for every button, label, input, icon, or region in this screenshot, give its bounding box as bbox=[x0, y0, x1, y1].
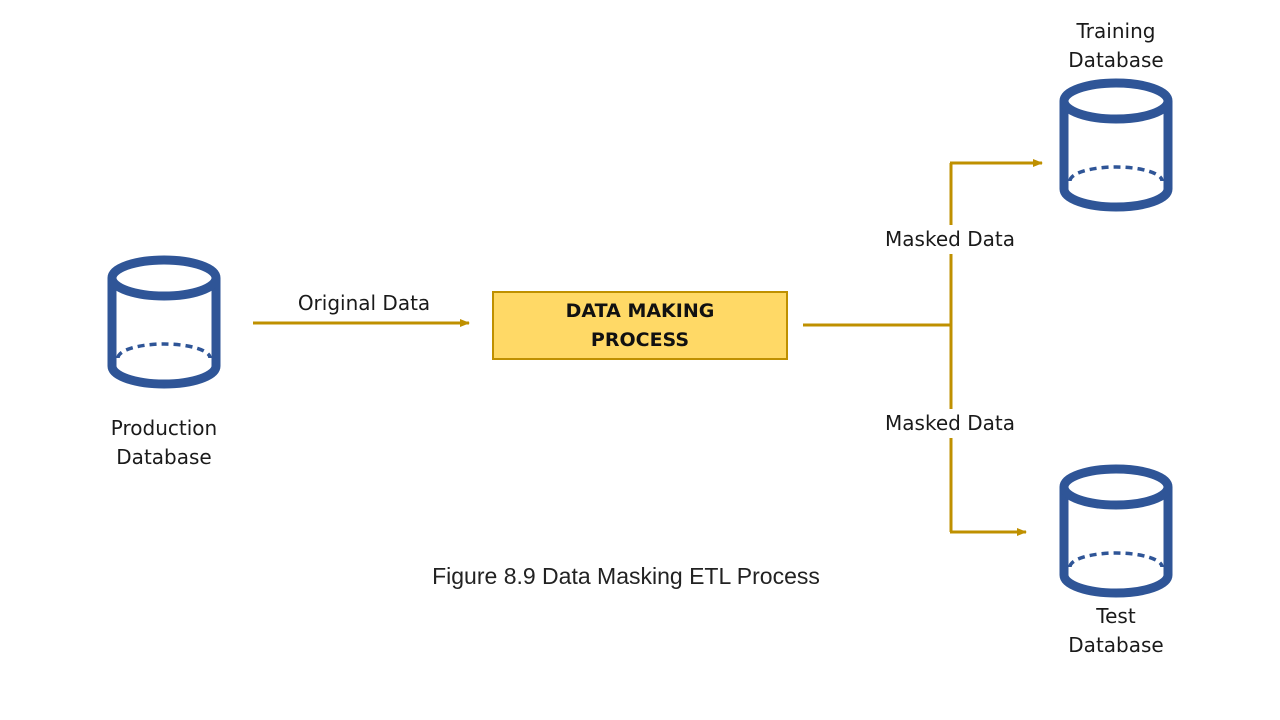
test-database-body bbox=[1059, 487, 1173, 598]
process-label-line1: DATA MAKING bbox=[565, 299, 715, 322]
masked-data-label-bottom: Masked Data bbox=[876, 409, 1024, 438]
data-masking-process-box: DATA MAKING PROCESS bbox=[492, 291, 788, 360]
training-database-label: Training Database bbox=[1046, 17, 1186, 75]
process-label-line2: PROCESS bbox=[590, 328, 690, 351]
test-database-label: Test Database bbox=[1046, 602, 1186, 660]
test-database-dashed-rim bbox=[1068, 551, 1164, 568]
training-database-body bbox=[1059, 101, 1173, 212]
training-database-label-line1: Training bbox=[1076, 19, 1156, 43]
test-database-top bbox=[1059, 464, 1173, 510]
production-database-label: Production Database bbox=[94, 414, 234, 472]
production-database-icon bbox=[107, 255, 221, 389]
test-database-label-line1: Test bbox=[1096, 604, 1136, 628]
test-database-label-line2: Database bbox=[1068, 633, 1164, 657]
training-database-top bbox=[1059, 78, 1173, 124]
training-database-label-line2: Database bbox=[1068, 48, 1164, 72]
production-database-body bbox=[107, 278, 221, 389]
production-database-label-line1: Production bbox=[110, 416, 218, 440]
training-database-dashed-rim bbox=[1068, 165, 1164, 182]
training-database-icon bbox=[1059, 78, 1173, 212]
production-database-label-line2: Database bbox=[116, 445, 212, 469]
production-database-dashed-rim bbox=[116, 342, 212, 359]
production-database-top bbox=[107, 255, 221, 301]
test-database-icon bbox=[1059, 464, 1173, 598]
masked-data-label-top: Masked Data bbox=[876, 225, 1024, 254]
figure-caption: Figure 8.9 Data Masking ETL Process bbox=[432, 563, 820, 589]
original-data-label: Original Data bbox=[297, 291, 431, 315]
